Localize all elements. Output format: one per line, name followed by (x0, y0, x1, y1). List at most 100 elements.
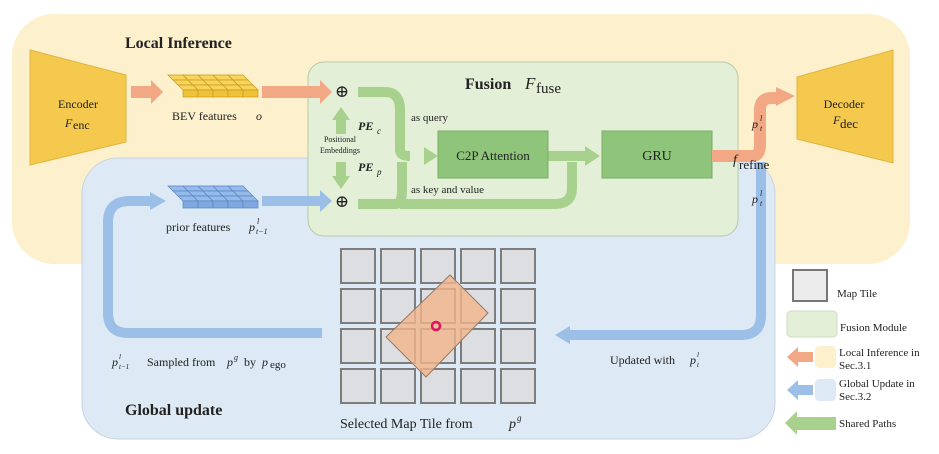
f-refine-symbol: f (733, 153, 739, 168)
prior-features-sup: l (257, 217, 260, 226)
arrow-update-loop (570, 162, 766, 340)
feature-cell-front (227, 89, 244, 98)
legend-global-label-2: Sec.3.2 (839, 391, 871, 403)
feature-cell-front (182, 89, 199, 98)
legend-fusion-swatch (786, 310, 838, 338)
legend-global-label-1: Global Update in (839, 378, 915, 390)
feature-cell-front (182, 200, 199, 209)
bev-features-var: o (256, 109, 262, 123)
map-tile (380, 368, 416, 404)
c2p-attention-label: C2P Attention (456, 148, 530, 163)
legend-map-tile-swatch (792, 269, 828, 302)
decoder-block (796, 49, 894, 164)
feature-cell-front (197, 200, 214, 209)
map-tile (500, 288, 536, 324)
map-tile (340, 368, 376, 404)
map-tile-caption: Selected Map Tile from p g (340, 413, 522, 432)
legend-global-swatch (815, 379, 836, 401)
arrow-encoder-to-bev (131, 80, 163, 104)
map-tile (500, 328, 536, 364)
feature-cell-front (242, 200, 259, 209)
plus-prior: ⊕ (335, 192, 349, 211)
as-key-value-label: as key and value (411, 184, 484, 196)
feature-cell-front (212, 89, 229, 98)
map-tile (340, 328, 376, 364)
pe-c-sub: c (377, 126, 381, 136)
map-tile (460, 368, 496, 404)
legend-local-swatch (815, 346, 836, 368)
map-tile (500, 248, 536, 284)
positional-embeddings-label-2: Embeddings (320, 146, 360, 155)
ego-point (430, 320, 442, 332)
svg-text:p: p (226, 355, 233, 369)
svg-text:Sampled from: Sampled from (147, 355, 216, 369)
svg-text:t−1: t−1 (119, 363, 129, 371)
legend-local-label-2: Sec.3.1 (839, 360, 871, 372)
local-inference-title: Local Inference (125, 35, 232, 52)
p-t-l-orange-sup: l (760, 114, 763, 123)
legend-map-tile-label: Map Tile (837, 288, 877, 300)
map-tile (340, 288, 376, 324)
arrow-gru-to-decoder-head (776, 87, 795, 106)
svg-text:p: p (508, 417, 516, 432)
legend-shared-arrow-icon (785, 411, 836, 435)
encoder-symbol: F (64, 116, 73, 130)
arrow-sampled-loop-head (150, 192, 166, 210)
pe-p-sub: p (376, 167, 382, 177)
svg-text:p: p (261, 355, 268, 369)
svg-text:ego: ego (270, 359, 286, 371)
ego-region (385, 274, 489, 378)
svg-text:by: by (244, 355, 256, 369)
feature-cell-front (242, 89, 259, 98)
prior-features-grid (167, 185, 259, 209)
legend: Map Tile Fusion Module Local Inference i… (785, 269, 920, 435)
p-t-l-blue-var: p (751, 192, 758, 206)
feature-cell-front (227, 200, 244, 209)
legend-local-arrow-icon (787, 347, 813, 367)
gru-label: GRU (642, 149, 672, 164)
feature-cell-front (212, 200, 229, 209)
bev-features-grid (167, 74, 259, 98)
prior-features-var: p (248, 220, 255, 234)
encoder-label: Encoder (58, 97, 98, 111)
svg-text:Fusion: Fusion (465, 76, 511, 93)
svg-text:p: p (111, 355, 118, 369)
arrow-into-gru (585, 146, 600, 166)
sampled-caption: p l t−1 Sampled from p g by p ego (111, 353, 286, 371)
arrow-update-loop-head (555, 326, 570, 344)
pe-arrow-up (332, 107, 350, 134)
plus-bev: ⊕ (335, 82, 349, 101)
p-t-l-orange-sub: t (760, 124, 763, 133)
svg-text:p: p (689, 353, 696, 367)
legend-shared-label: Shared Paths (839, 418, 896, 430)
pe-p-label: PE (358, 160, 373, 174)
path-query (358, 87, 411, 161)
arrow-gru-to-decoder (712, 92, 778, 162)
legend-global-arrow-icon (787, 380, 813, 400)
global-update-title: Global update (125, 402, 222, 419)
svg-text:Selected Map Tile from: Selected Map Tile from (340, 417, 473, 432)
p-t-l-blue-sub: t (760, 199, 763, 208)
arrow-prior-to-fusion (262, 190, 332, 212)
arrow-bev-to-fusion (262, 80, 332, 104)
arrow-into-c2p (424, 147, 438, 165)
feature-cell-front (197, 89, 214, 98)
path-kv-to-gru (400, 162, 577, 209)
svg-text:l: l (697, 351, 699, 359)
encoder-subscript: enc (73, 118, 90, 132)
arrow-sampled-loop (103, 196, 322, 338)
svg-text:t: t (697, 361, 700, 369)
svg-text:Updated with: Updated with (610, 353, 675, 367)
gru-block (601, 130, 713, 179)
legend-local-label-1: Local Inference in (839, 347, 920, 359)
pe-c-label: PE (358, 119, 373, 133)
legend-fusion-label: Fusion Module (840, 322, 907, 334)
svg-text:F: F (524, 74, 536, 93)
map-tile (460, 248, 496, 284)
p-t-l-orange-var: p (751, 117, 758, 131)
prior-features-label: prior features (166, 220, 231, 234)
svg-text:g: g (234, 353, 238, 362)
updated-caption: Updated with p l t (610, 351, 700, 369)
svg-text:g: g (517, 413, 522, 423)
